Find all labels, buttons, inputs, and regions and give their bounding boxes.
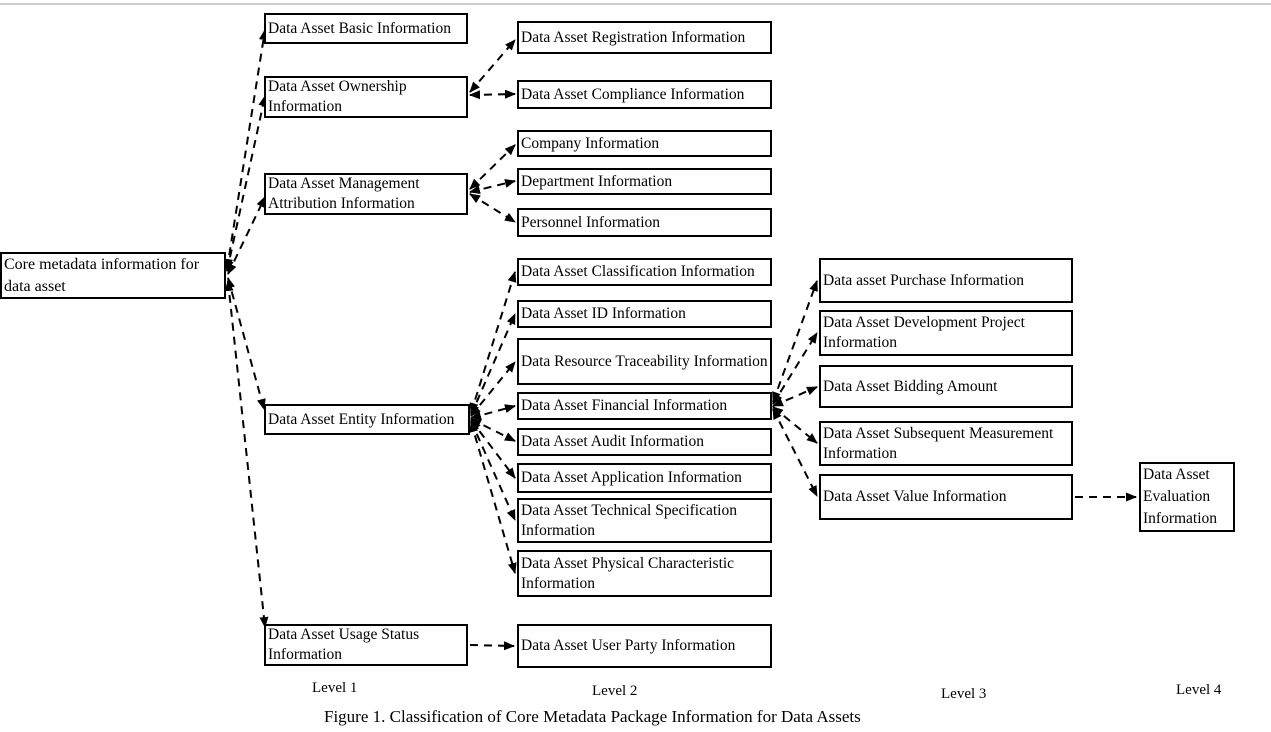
connector-management-department bbox=[469, 179, 516, 194]
level-1-label: Level 1 bbox=[312, 680, 358, 696]
node-technical-specification-information: Data Asset Technical Specification Infor… bbox=[517, 498, 772, 543]
connector-root-basic bbox=[224, 29, 268, 270]
node-core-metadata-root: Core metadata information for data asset bbox=[0, 252, 226, 299]
node-registration-information: Data Asset Registration Information bbox=[517, 21, 772, 54]
connector-management-personnel bbox=[469, 193, 516, 223]
node-physical-characteristic-information: Data Asset Physical Characteristic Infor… bbox=[517, 550, 772, 597]
node-audit-information: Data Asset Audit Information bbox=[517, 428, 772, 456]
connector-root-entity bbox=[226, 277, 266, 410]
page-top-border bbox=[0, 3, 1271, 5]
connector-financial-purchase bbox=[772, 280, 818, 403]
node-bidding-amount: Data Asset Bidding Amount bbox=[819, 365, 1073, 408]
connector-entity-application bbox=[470, 419, 516, 479]
connector-entity-id bbox=[470, 313, 516, 416]
connector-entity-audit bbox=[470, 418, 516, 442]
node-resource-traceability-information: Data Resource Traceability Information bbox=[517, 338, 772, 385]
connector-management-company bbox=[469, 144, 516, 190]
connector-ownership-registration bbox=[469, 39, 516, 93]
connector-entity-traceability bbox=[470, 361, 516, 417]
node-development-project-information: Data Asset Development Project Informati… bbox=[819, 310, 1073, 356]
node-basic-information: Data Asset Basic Information bbox=[264, 13, 468, 44]
node-financial-information: Data Asset Financial Information bbox=[517, 392, 772, 420]
connector-ownership-compliance bbox=[469, 89, 516, 100]
node-compliance-information: Data Asset Compliance Information bbox=[517, 80, 772, 109]
connector-entity-financial bbox=[470, 404, 516, 420]
connector-financial-bidding bbox=[772, 386, 818, 407]
node-subsequent-measurement-information: Data Asset Subsequent Measurement Inform… bbox=[819, 421, 1073, 466]
node-ownership-information: Data Asset Ownership Information bbox=[264, 76, 468, 118]
connector-entity-classification bbox=[469, 271, 517, 414]
node-usage-status-information: Data Asset Usage Status Information bbox=[264, 624, 468, 666]
connector-root-management bbox=[227, 196, 266, 275]
connector-usage-userparty bbox=[469, 641, 515, 651]
level-2-label: Level 2 bbox=[592, 683, 638, 699]
connector-financial-value bbox=[772, 408, 818, 497]
connector-entity-physical bbox=[469, 421, 517, 574]
connector-financial-subsequent bbox=[772, 406, 818, 444]
node-department-information: Department Information bbox=[517, 168, 772, 195]
node-company-information: Company Information bbox=[517, 130, 772, 157]
node-purchase-information: Data asset Purchase Information bbox=[819, 258, 1073, 303]
node-personnel-information: Personnel Information bbox=[517, 208, 772, 237]
node-id-information: Data Asset ID Information bbox=[517, 300, 772, 328]
node-management-attribution-information: Data Asset Management Attribution Inform… bbox=[264, 173, 468, 215]
figure-caption: Figure 1. Classification of Core Metadat… bbox=[324, 707, 861, 726]
connector-root-usage bbox=[224, 280, 269, 628]
level-4-label: Level 4 bbox=[1176, 682, 1222, 698]
connector-root-ownership bbox=[224, 95, 268, 272]
node-entity-information: Data Asset Entity Information bbox=[264, 404, 470, 435]
connector-entity-technical bbox=[470, 420, 516, 521]
connector-financial-development bbox=[772, 332, 818, 405]
node-application-information: Data Asset Application Information bbox=[517, 463, 772, 493]
node-evaluation-information: Data Asset Evaluation Information bbox=[1139, 462, 1235, 532]
level-3-label: Level 3 bbox=[941, 686, 987, 702]
node-value-information: Data Asset Value Information bbox=[819, 474, 1073, 520]
node-classification-information: Data Asset Classification Information bbox=[517, 258, 772, 286]
node-user-party-information: Data Asset User Party Information bbox=[517, 624, 772, 668]
